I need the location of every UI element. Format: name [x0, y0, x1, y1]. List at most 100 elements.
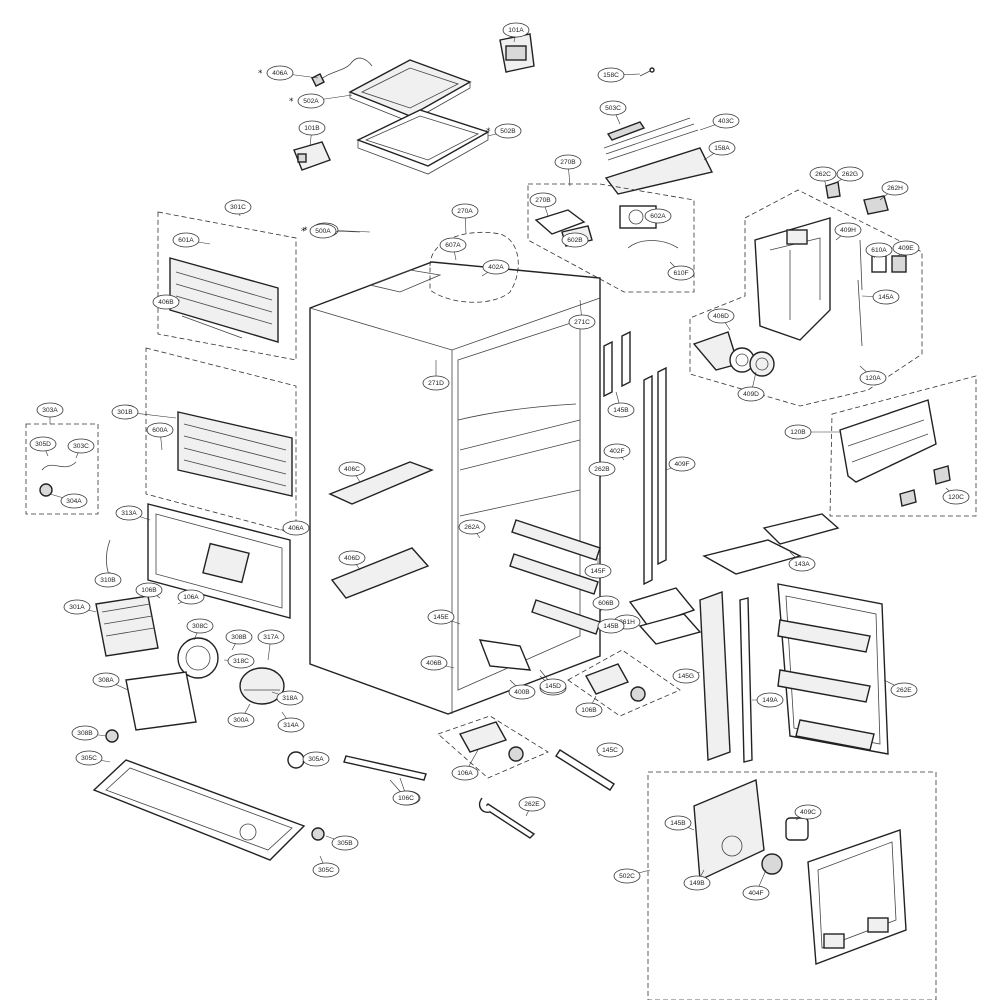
callout-bubble	[756, 692, 784, 708]
valve-harness-part	[39, 461, 77, 497]
callout-label: 120A	[865, 375, 881, 382]
callout-bubble	[942, 489, 970, 505]
trim-105C-part	[555, 749, 615, 791]
callout-label: 301C	[230, 204, 246, 211]
callout-label: 409C	[800, 809, 816, 816]
hinge-106B-part	[584, 663, 646, 702]
callout-bubble	[146, 422, 174, 438]
callout-bubble	[227, 712, 255, 728]
callout-label: 262C	[815, 171, 831, 178]
callout-label: 145B	[613, 407, 629, 414]
callout-262g: 262G	[833, 166, 864, 185]
callout-label: 406D	[344, 555, 360, 562]
callout-bubble	[667, 265, 695, 281]
callout-bubble	[331, 835, 359, 851]
callout-bubble	[439, 237, 467, 253]
callout-bubble	[63, 599, 91, 615]
callout-label: 404F	[748, 890, 763, 897]
bracket-503C-part	[606, 121, 646, 141]
callout-label: 145C	[602, 747, 618, 754]
callout-label: 262E	[896, 687, 912, 694]
callout-bubble	[502, 22, 530, 38]
callout-bubble	[892, 240, 920, 256]
callout-label: 502A	[303, 98, 319, 105]
callout-270b: 270B	[554, 154, 582, 187]
callout-308b: 308B	[71, 725, 107, 741]
callout-bubble	[859, 370, 887, 386]
callout-145b: 145B	[607, 391, 635, 418]
callout-bubble	[427, 609, 455, 625]
callout-409d: 409D	[737, 371, 765, 402]
callout-305c: 305C	[75, 750, 111, 766]
callout-label: 310B	[100, 577, 116, 584]
callout-262e: 262E	[518, 796, 546, 817]
callout-label: 502C	[619, 873, 635, 880]
callout-106a: 106A	[177, 589, 205, 605]
callout-406d: 406D	[338, 550, 366, 571]
callout-bubble	[422, 375, 450, 391]
callout-602b: 602B	[561, 232, 589, 248]
callout-label: 303A	[42, 407, 58, 414]
callout-label: 262H	[887, 185, 903, 192]
callout-label: 106B	[581, 707, 597, 714]
callout-bubble	[227, 653, 255, 669]
callout-label: 610A	[871, 247, 887, 254]
callout-406a: 406A	[279, 520, 310, 536]
group-301C-outline	[157, 211, 297, 361]
callout-bubble	[309, 223, 337, 239]
callout-bubble	[712, 113, 740, 129]
callout-label: 145F	[590, 568, 605, 575]
callout-bubble	[881, 180, 909, 196]
compressor-area-parts	[95, 595, 285, 743]
callout-label: 503C	[605, 105, 621, 112]
callout-406b: 406B	[420, 655, 455, 671]
callout-bubble	[92, 672, 120, 688]
callout-301a: 301A	[63, 599, 97, 615]
callout-label: 270B	[560, 159, 576, 166]
group-303A-outline	[25, 423, 99, 515]
small-parts-120C	[899, 465, 951, 507]
callout-bubble	[596, 742, 624, 758]
asterisk-mark: *	[303, 226, 308, 236]
callout-bubble	[597, 618, 625, 634]
callout-label: 318A	[282, 695, 298, 702]
group-120B-outline	[829, 375, 977, 517]
callout-bubble	[115, 505, 143, 521]
callout-bubble	[613, 868, 641, 884]
callout-label: 402A	[488, 264, 504, 271]
condenser-301C-part	[169, 257, 279, 343]
callout-bubble	[172, 232, 200, 248]
callout-label: 409D	[743, 391, 759, 398]
callout-label: 106A	[457, 770, 473, 777]
callout-101b: 101B	[298, 120, 326, 147]
callout-bubble	[135, 582, 163, 598]
callout-label: 601A	[178, 237, 194, 244]
callout-bubble	[282, 520, 310, 536]
callout-label: 308A	[98, 677, 114, 684]
callout-bubble	[672, 668, 700, 684]
callout-145b: 145B	[664, 815, 695, 831]
callout-bubble	[529, 192, 557, 208]
callout-bubble	[36, 402, 64, 418]
callout-label: 270B	[535, 197, 551, 204]
callout-318a: 318A	[271, 690, 304, 706]
callout-158c: 158C	[597, 67, 641, 83]
callout-610a: 610A	[865, 242, 893, 259]
callout-bubble	[186, 618, 214, 634]
callout-label: 262A	[464, 524, 480, 531]
callout-bubble	[338, 461, 366, 477]
callout-600a: 600A	[146, 422, 174, 451]
callout-label: 305D	[35, 441, 51, 448]
trim-145C-part	[343, 755, 427, 781]
callout-label: 106B	[141, 587, 157, 594]
machine-cover-313A-part	[147, 503, 291, 619]
callout-bubble	[60, 493, 88, 509]
callout-label: 158A	[714, 145, 730, 152]
callout-409f: 409F	[665, 456, 696, 472]
callout-bubble	[554, 154, 582, 170]
callout-bubble	[644, 208, 672, 224]
callout-bubble	[588, 461, 616, 477]
callout-label: 308B	[77, 730, 93, 737]
cabinet-part	[309, 261, 601, 715]
